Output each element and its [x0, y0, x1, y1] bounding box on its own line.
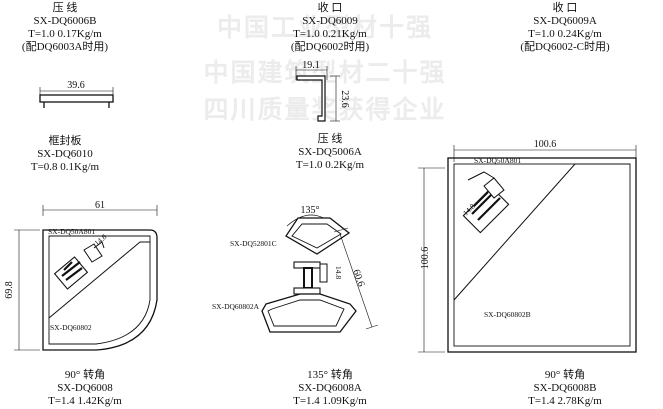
dim-width-sx-dq6008: 61 [95, 200, 105, 211]
caption-sx-dq6009a: 收 口 SX-DQ6009A T=1.0 0.24Kg/m (配DQ6002-C… [520, 2, 610, 53]
dim-small-sx-dq6008a: 14.8 [334, 266, 343, 279]
profile-sx-dq6009 [295, 66, 340, 122]
dim-length-sx-dq6008a: 60.6 [350, 268, 366, 288]
profile-sx-dq6008 [14, 205, 158, 351]
dim-height-sx-dq6008: 69.8 [4, 281, 15, 299]
profile-sx-dq6008b [418, 145, 637, 353]
dim-width-sx-dq6010: 39.6 [67, 80, 85, 91]
caption-sx-dq6006b: 压 线 SX-DQ6006B T=1.0 0.17Kg/m (配DQ6003A时… [21, 2, 109, 53]
part-label-sx-dq60802b: SX-DQ60802B [484, 310, 531, 319]
dim-width-sx-dq6008b: 100.6 [534, 139, 557, 150]
dim-angle-sx-dq6008a: 135° [301, 205, 320, 216]
caption-sx-dq6008a: 135° 转角 SX-DQ6008A T=1.4 1.09Kg/m [293, 369, 367, 407]
caption-sx-dq6008: 90° 转角 SX-DQ6008 T=1.4 1.42Kg/m [48, 369, 122, 407]
part-label-sx-dq60802: SX-DQ60802 [50, 323, 92, 332]
part-label-sx-dq52801c: SX-DQ52801C [230, 239, 277, 248]
part-label-sx-dq60802a: SX-DQ60802A [212, 302, 260, 311]
profile-sx-dq6008a [261, 214, 379, 333]
part-label-sx-dq50a801-b: SX-DQ50A801 [474, 156, 521, 165]
watermark-line-1: 中国工业型材十强 [216, 13, 433, 42]
caption-sx-dq6009: 收 口 SX-DQ6009 T=1.0 0.21Kg/m (配DQ6002时用) [290, 2, 370, 53]
caption-sx-dq5006a: 压 线 SX-DQ5006A T=1.0 0.2Kg/m [295, 133, 365, 171]
caption-sx-dq6008b: 90° 转角 SX-DQ6008B T=1.4 2.78Kg/m [528, 369, 602, 407]
dim-height-sx-dq6008b: 100.6 [420, 247, 431, 270]
dim-width-sx-dq6009: 19.1 [302, 60, 320, 71]
part-label-sx-dq50a801: SX-DQ50A801 [48, 227, 95, 236]
caption-sx-dq6010: 框封板 SX-DQ6010 T=0.8 0.1Kg/m [30, 135, 100, 173]
profile-sx-dq6010 [39, 87, 114, 108]
dim-height-sx-dq6009: 23.6 [339, 90, 350, 108]
